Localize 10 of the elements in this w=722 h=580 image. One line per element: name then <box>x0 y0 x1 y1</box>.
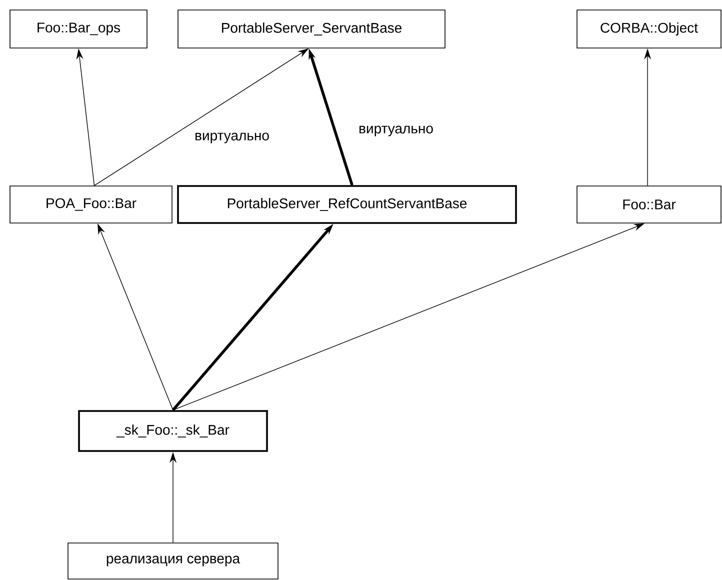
class-box: Foo::Bar <box>576 186 722 224</box>
class-box: CORBA::Object <box>576 10 722 48</box>
edge-label: виртуально <box>194 132 270 144</box>
class-box: реализация сервера <box>68 542 278 580</box>
class-box: PortableServer_RefCountServantBase <box>177 185 517 224</box>
class-box: _sk_Foo::_sk_Bar <box>78 410 268 452</box>
class-box: POA_Foo::Bar <box>10 186 172 224</box>
class-box: PortableServer_ServantBase <box>178 10 446 48</box>
edge-label: виртуально <box>358 124 434 138</box>
class-box: Foo::Bar_ops <box>10 10 148 48</box>
